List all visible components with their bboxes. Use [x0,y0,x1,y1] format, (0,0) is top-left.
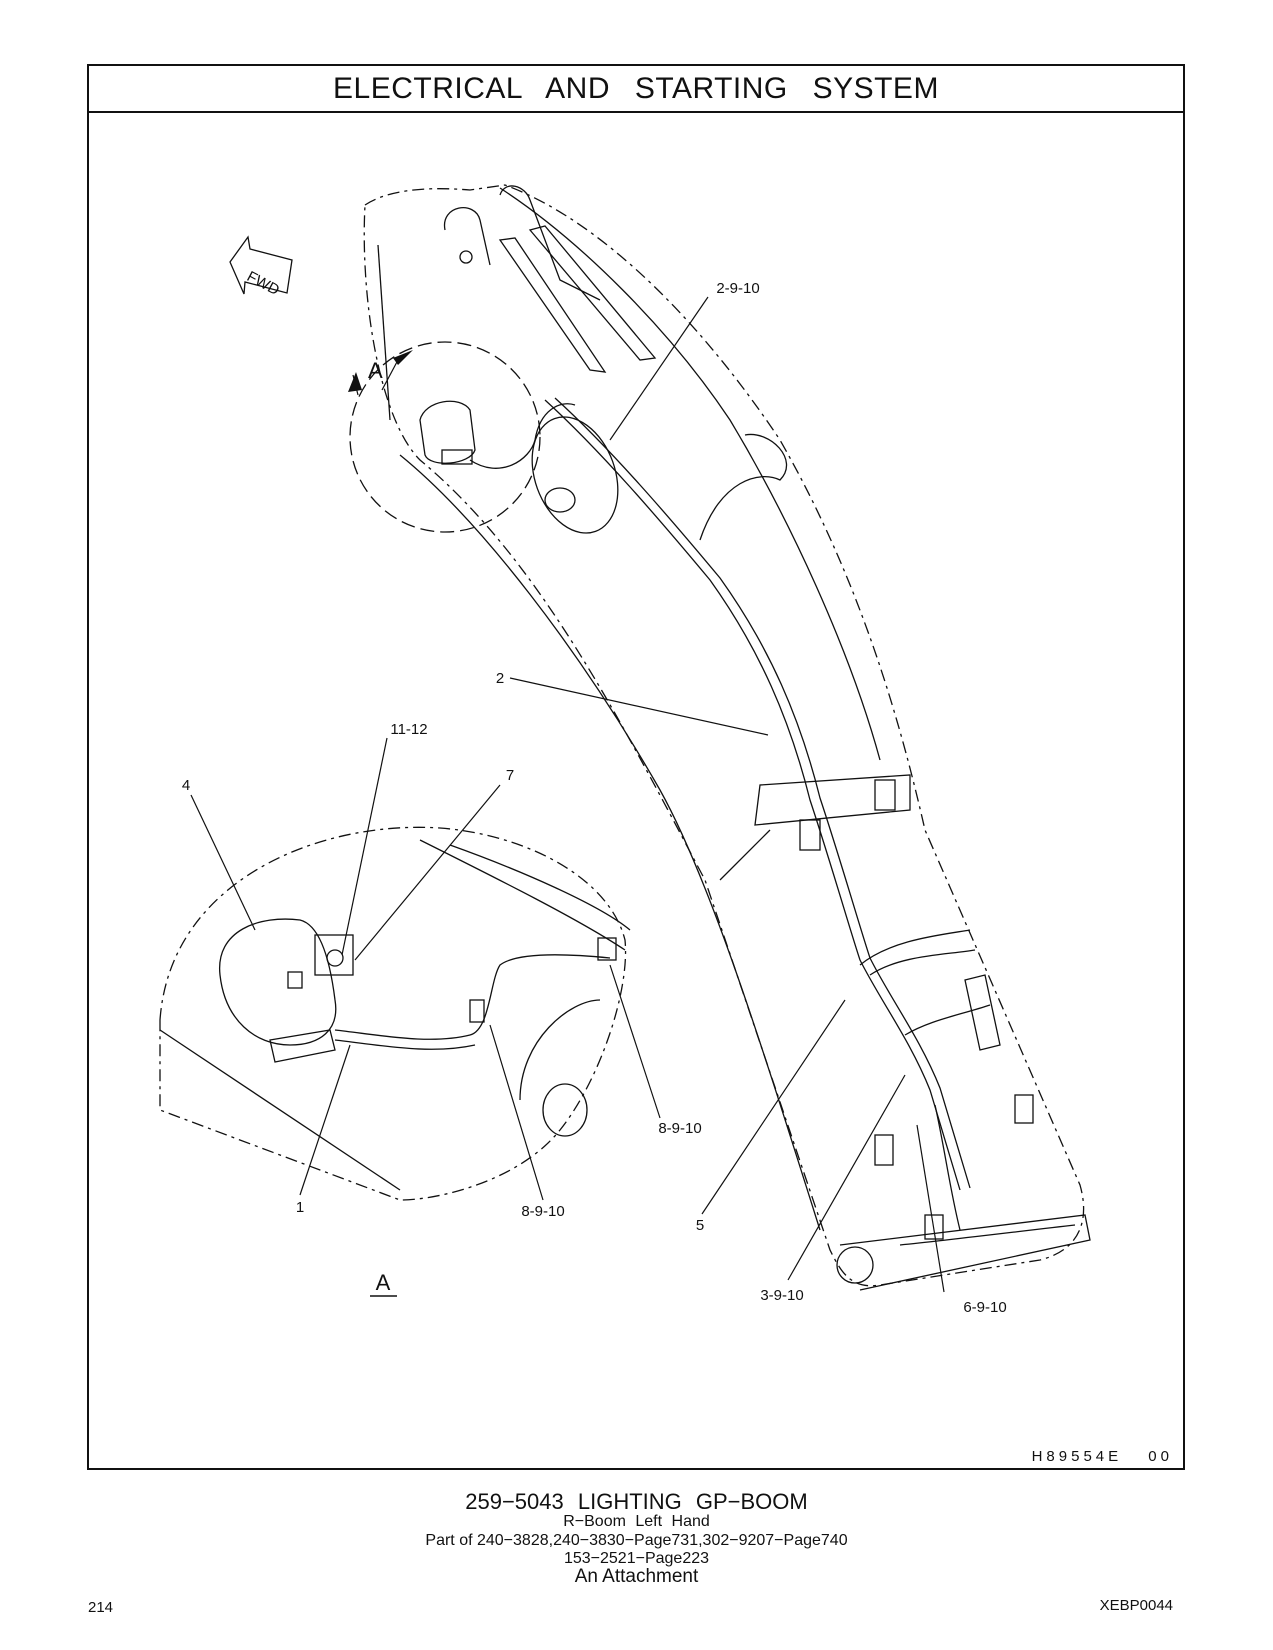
callout-8-9-10-b: 8-9-10 [521,1203,564,1220]
boom-plate-2 [754,774,911,826]
view-marker: A [368,358,383,383]
callout-8-9-10-a: 8-9-10 [658,1120,701,1137]
leader-2-9-10 [609,296,709,441]
boom-plate-3 [719,829,771,881]
leader-11-12 [341,737,388,956]
wire-harness-main [544,399,961,1191]
section-header: ELECTRICAL AND STARTING SYSTEM [89,66,1183,113]
lamp-wire [334,954,611,1040]
lamp-small [419,400,476,464]
boom-bracket [1014,1094,1034,1124]
boom-bracket [924,1214,944,1240]
leader-7 [354,784,501,961]
lamp-bracket [314,934,354,976]
boom-rail [498,237,607,373]
leader-8-9-10-b [489,1024,544,1201]
lug-hole [459,250,473,264]
view-a-circle [349,341,541,533]
fwd-label: FWD [244,268,282,299]
callout-11-12: 11-12 [390,721,427,738]
wire-harness-bottom [899,1224,1076,1246]
detail-a-outline [159,826,627,1201]
wire-clip [469,999,485,1023]
lamp-connector [269,1029,336,1063]
detail-cover [519,999,601,1101]
callout-4: 4 [182,777,190,794]
boom-bracket [874,779,896,811]
detail-a-edge-3 [449,844,631,931]
boom-bracket [874,1134,894,1166]
wire-harness-lower [934,1104,961,1231]
boom-rail-2 [528,225,657,361]
boom-plate [377,244,391,421]
fwd-arrow [229,235,293,295]
lamp-small-wire [469,403,576,469]
work-lamp-switch [287,971,303,989]
leader-4 [190,794,256,931]
boom-bracket [799,819,821,851]
boom-edge-upper [499,187,881,761]
caption-line-5: An Attachment [574,1566,699,1587]
junction-block [964,974,1001,1051]
leader-8-9-10-a [609,964,661,1119]
callout-5: 5 [696,1217,704,1234]
work-lamp [219,918,337,1046]
leader-1 [299,1044,351,1196]
wire-harness-branch-4 [904,1004,991,1036]
caption-line-3: Part of 240−3828,240−3830−Page731,302−92… [425,1532,848,1549]
detail-label: A [376,1270,391,1295]
callout-1: 1 [296,1199,304,1216]
boom-cover-inner [544,487,576,513]
callout-2: 2 [496,670,504,687]
detail-a-edge-2 [419,839,626,951]
wire-harness-branch-2 [859,929,971,966]
leader-3-9-10 [787,1074,906,1281]
boom-edge-lower [399,454,821,1231]
wire-harness-main-2 [554,397,971,1189]
wire-harness-branch [699,433,788,541]
wire-clip-2 [597,937,617,961]
boom-lug-right [499,185,601,301]
boom-foot [839,1214,1091,1291]
document-code: XEBP0044 [1099,1597,1173,1614]
caption-title: 259−5043 LIGHTING GP−BOOM [465,1489,808,1514]
boom-foot-pin [836,1246,874,1284]
view-a-arrow [348,372,362,392]
caption-line-2: R−Boom Left Hand [563,1513,710,1530]
lamp-wire-2 [334,1039,476,1050]
boom-lug-left [443,207,491,266]
page-number: 214 [88,1599,114,1616]
leader-5 [701,999,846,1215]
callout-3-9-10: 3-9-10 [760,1287,803,1304]
detail-hole [542,1083,588,1137]
callout-2-9-10: 2-9-10 [716,280,759,297]
lamp-small-connector [441,449,473,465]
section-title: ELECTRICAL AND STARTING SYSTEM [333,71,939,105]
drawing-number: H89554E 00 [1031,1448,1173,1465]
lamp-bolt [326,949,344,967]
caption-line-4: 153−2521−Page223 [563,1550,710,1567]
detail-a-edge [159,1029,401,1191]
leader-6-9-10 [916,1124,945,1293]
callout-7: 7 [506,767,514,784]
drawing-frame: ELECTRICAL AND STARTING SYSTEM [87,64,1185,1470]
callout-6-9-10: 6-9-10 [963,1299,1006,1316]
wire-harness-branch-3 [869,949,976,976]
boom-cover-ellipse [531,416,619,534]
boom-outline [363,184,1085,1287]
leader-2 [509,677,769,736]
